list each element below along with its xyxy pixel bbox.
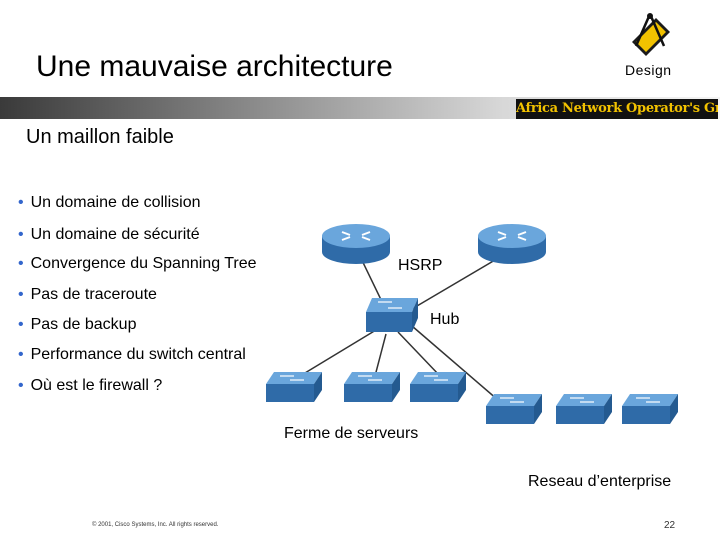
hub-label: Hub xyxy=(430,311,460,328)
compass-square-logo-icon xyxy=(632,13,670,56)
slide-subtitle: Un maillon faible xyxy=(26,126,174,148)
hub-switch-icon xyxy=(366,298,418,332)
design-label: Design xyxy=(625,62,672,78)
slide-title: Une mauvaise architecture xyxy=(36,50,393,83)
enterprise-network-label: Reseau d’enterprise xyxy=(528,473,672,490)
enterprise-switch-icon xyxy=(556,394,612,424)
link-hub-switch3 xyxy=(397,331,441,377)
bullet-item: Convergence du Spanning Tree xyxy=(18,255,257,273)
page-number: 22 xyxy=(664,520,676,531)
router-icon xyxy=(322,224,390,264)
link-hub-switch1 xyxy=(299,329,377,377)
bullet-item: Pas de backup xyxy=(18,316,137,334)
enterprise-switch-icon xyxy=(486,394,542,424)
server-switch-icon xyxy=(410,372,466,402)
copyright-footer: © 2001, Cisco Systems, Inc. All rights r… xyxy=(92,522,219,528)
bullet-item: Performance du switch central xyxy=(18,346,246,364)
hsrp-label: HSRP xyxy=(398,257,443,274)
bullet-item: Un domaine de sécurité xyxy=(18,226,200,244)
link-hub-enterprise xyxy=(411,325,499,401)
afnog-banner: Africa Network Operator's Group xyxy=(516,99,718,119)
bullet-item: Un domaine de collision xyxy=(18,194,201,212)
server-switch-icon xyxy=(344,372,400,402)
bullet-item: Où est le firewall ? xyxy=(18,377,163,395)
enterprise-switch-icon xyxy=(622,394,678,424)
router-icon xyxy=(478,224,546,264)
server-farm-label: Ferme de serveurs xyxy=(284,425,419,442)
server-switch-icon xyxy=(266,372,322,402)
link-hub-switch2 xyxy=(374,333,387,377)
bullet-item: Pas de traceroute xyxy=(18,286,157,304)
